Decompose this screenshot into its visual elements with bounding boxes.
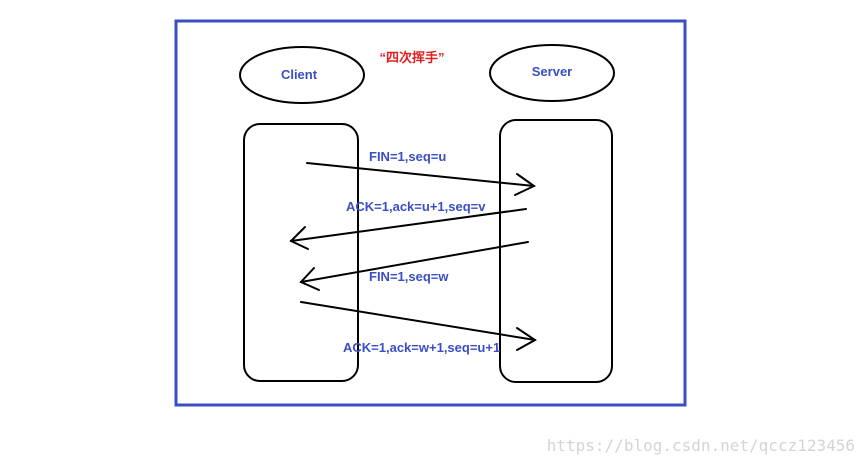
message-arrow-ack-client bbox=[300, 301, 537, 351]
message-arrow-fin-server bbox=[299, 241, 529, 291]
message-arrow-ack-server bbox=[289, 208, 527, 250]
message-label-fin-client: FIN=1,seq=u bbox=[369, 149, 446, 164]
diagram-frame bbox=[174, 19, 687, 407]
server-lifeline-box bbox=[499, 119, 613, 383]
server-label: Server bbox=[532, 64, 572, 79]
message-arrow-fin-client bbox=[306, 162, 536, 196]
diagram-title: “四次挥手” bbox=[379, 50, 444, 65]
message-label-ack-server: ACK=1,ack=u+1,seq=v bbox=[346, 199, 486, 214]
message-label-ack-client: ACK=1,ack=w+1,seq=u+1 bbox=[343, 340, 500, 355]
message-label-fin-server: FIN=1,seq=w bbox=[369, 269, 449, 284]
client-label: Client bbox=[281, 67, 318, 82]
watermark-text: https://blog.csdn.net/qccz123456 bbox=[547, 436, 855, 455]
server-node bbox=[489, 44, 615, 102]
client-lifeline-box bbox=[243, 123, 359, 382]
client-node bbox=[239, 46, 365, 104]
